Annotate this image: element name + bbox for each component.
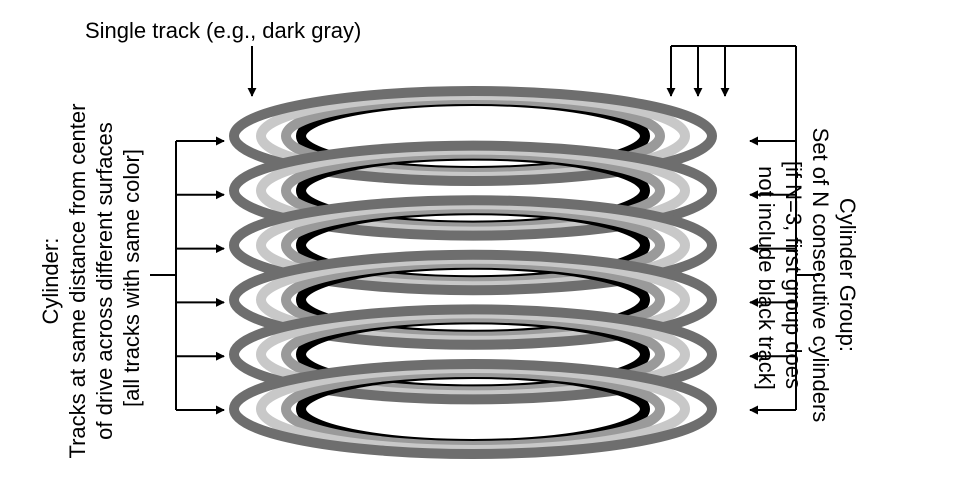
cylinder-label-line: Cylinder: <box>38 238 63 325</box>
cylinder-group-label-line: not include black track] <box>754 166 779 390</box>
platter <box>229 304 717 405</box>
track-ring <box>229 195 717 296</box>
track-ring <box>229 86 717 186</box>
cylinder-group-label: Cylinder Group: Set of N consecutive cyl… <box>754 128 860 429</box>
platter <box>229 195 717 296</box>
platter <box>229 359 717 459</box>
cylinder-label-line: [all tracks with same color] <box>119 149 144 407</box>
platter <box>229 249 717 350</box>
cylinder-group-label-line: Cylinder Group: <box>835 198 860 352</box>
track-ring <box>229 304 717 405</box>
track-ring <box>256 363 690 455</box>
platter <box>229 86 717 186</box>
cylinder-group-label-line: Set of N consecutive cylinders <box>808 128 833 423</box>
cylinder-label: Cylinder: Tracks at same distance from c… <box>38 97 144 458</box>
track-ring <box>229 359 717 459</box>
cylinder-group-label-line: [if N=3, first group does <box>781 161 806 389</box>
platter-stack <box>229 86 717 459</box>
track-ring <box>229 140 717 241</box>
cylinder-group-top-bracket <box>666 45 797 141</box>
cylinder-bracket <box>150 136 225 415</box>
cylinder-label-line: of drive across different surfaces <box>92 122 117 440</box>
track-ring <box>229 249 717 350</box>
platter <box>229 140 717 241</box>
single-track-label: Single track (e.g., dark gray) <box>85 18 361 43</box>
cylinder-group-bracket <box>749 136 820 415</box>
track-ring <box>281 367 665 451</box>
cylinder-label-line: Tracks at same distance from center <box>65 104 90 459</box>
